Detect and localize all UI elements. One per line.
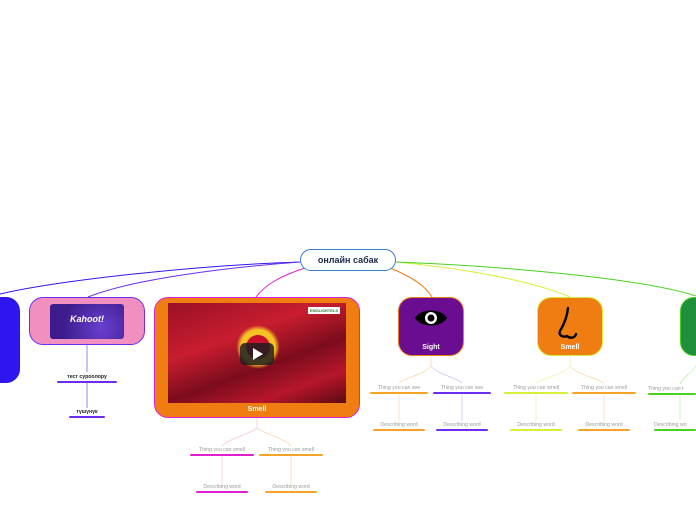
video-thumbnail[interactable]: ENGLISHTELS (168, 303, 346, 403)
node-sight[interactable]: Sight (398, 297, 464, 356)
nose-icon (538, 306, 602, 345)
leaf-sight-desc-2[interactable]: Describing word (436, 422, 488, 431)
node-smell-label: Smell (560, 344, 580, 351)
leaf-smell-video-desc-2[interactable]: Describing word (265, 484, 317, 493)
root-topic[interactable]: онлайн сабак (300, 249, 396, 271)
leaf-sight-desc-1[interactable]: Describing word (373, 422, 425, 431)
node-smell-video-label: Smell (247, 406, 267, 413)
leaf-smell-video-1[interactable]: Thing you can smell (190, 447, 254, 456)
node-right-partial[interactable] (680, 297, 696, 356)
leaf-right-partial-desc-1[interactable]: Describing wo (654, 422, 696, 431)
node-left-partial[interactable] (0, 297, 20, 383)
kahoot-image: Kahoot! (50, 304, 124, 339)
leaf-sight-1[interactable]: Thing you can see (370, 385, 428, 394)
leaf-smell-1[interactable]: Thing you can smell (504, 385, 568, 394)
channel-badge: ENGLISHTELS (307, 307, 340, 314)
leaf-smell-desc-1[interactable]: Describing word (510, 422, 562, 431)
leaf-smell-video-desc-1[interactable]: Describing word (196, 484, 248, 493)
leaf-kahoot-2[interactable]: түшүнүк (69, 409, 105, 418)
eye-icon (399, 306, 463, 335)
node-sight-label: Sight (422, 344, 440, 351)
leaf-smell-video-2[interactable]: Thing you can smell (259, 447, 323, 456)
leaf-smell-desc-2[interactable]: Describing word (578, 422, 630, 431)
node-smell[interactable]: Smell (537, 297, 603, 356)
leaf-kahoot-1[interactable]: тест суроолору (57, 374, 117, 383)
leaf-smell-2[interactable]: Thing you can smell (572, 385, 636, 394)
leaf-sight-2[interactable]: Thing you can see (433, 385, 491, 394)
play-icon[interactable] (240, 343, 274, 365)
leaf-right-partial-1[interactable]: Thing you can t (648, 386, 696, 395)
kahoot-logo-text: Kahoot! (70, 314, 104, 324)
